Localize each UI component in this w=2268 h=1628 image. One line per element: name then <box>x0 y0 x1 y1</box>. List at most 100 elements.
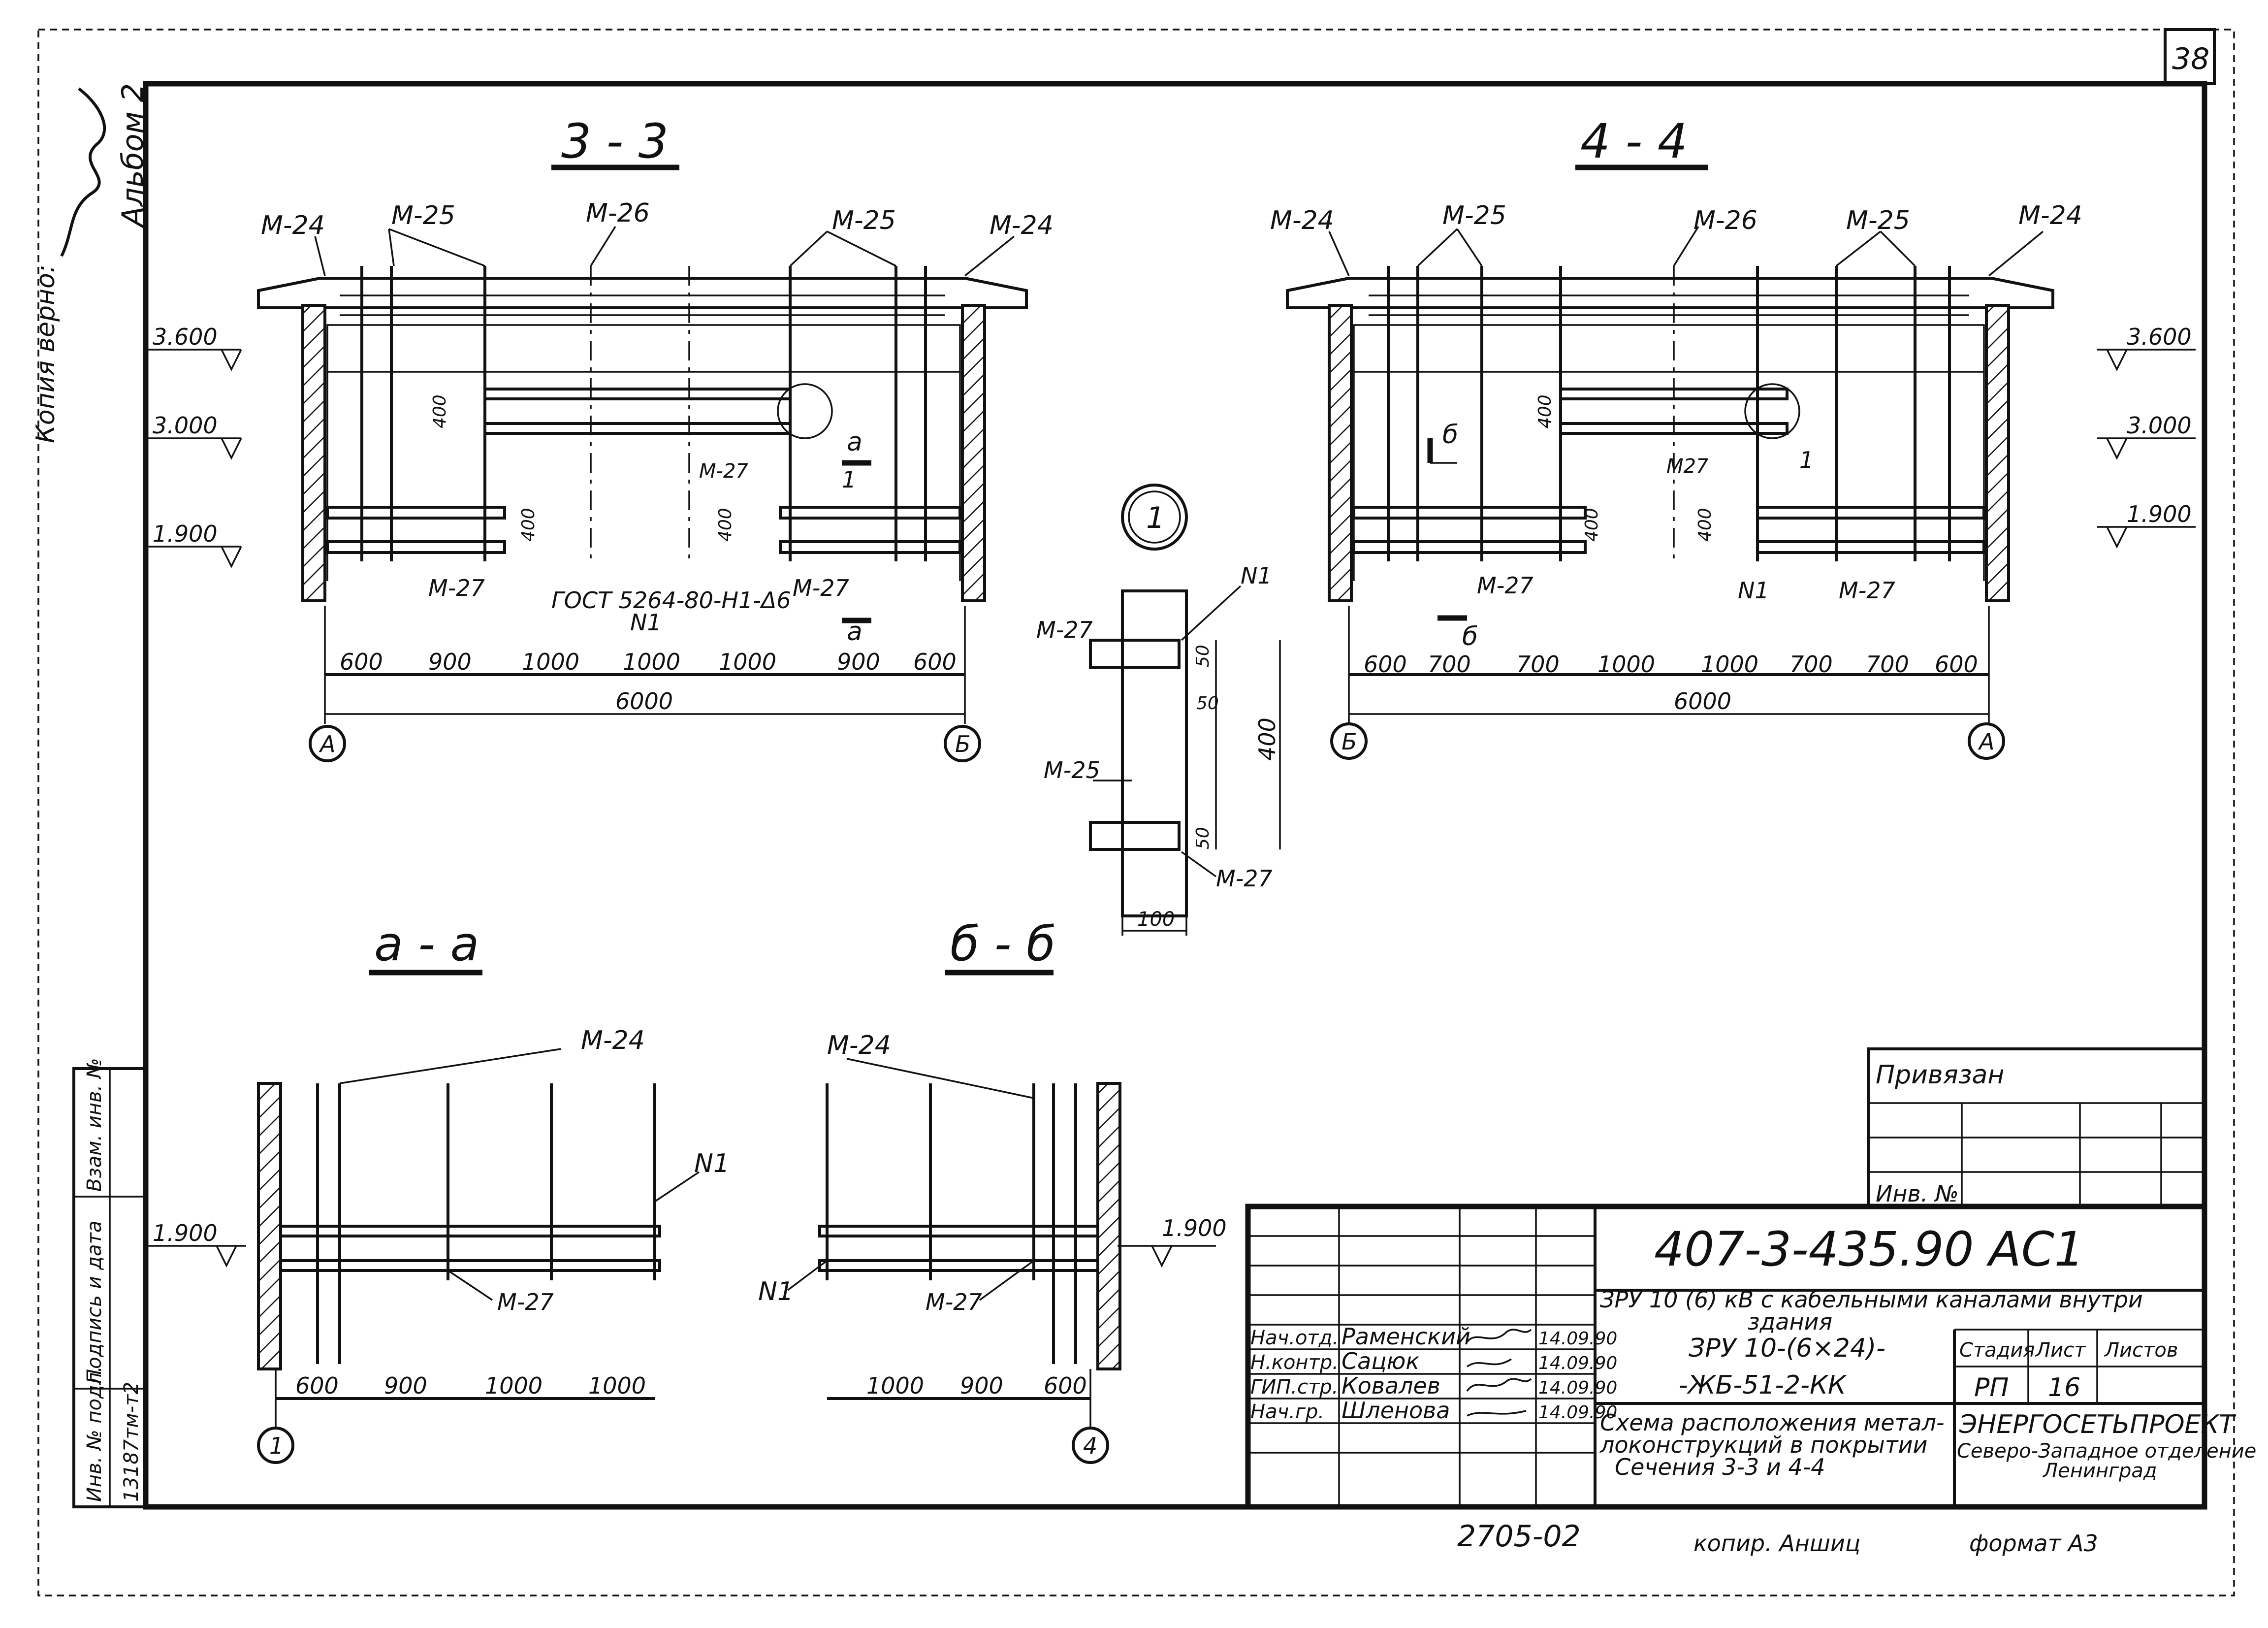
node-1-m25: М-25 <box>1044 757 1100 783</box>
tb-staff-name: Сацюк <box>1342 1348 1419 1374</box>
node-1-d50-c: 50 <box>1193 827 1213 849</box>
s44-label-n1: N1 <box>1738 577 1769 604</box>
tb-org1: ЭНЕРГОСЕТЬПРОЕКТ <box>1959 1410 2236 1439</box>
tb-inv-no: Инв. № <box>1876 1180 1959 1207</box>
node-1-detail <box>1089 484 1281 936</box>
tb-stage-header: Стадия <box>1959 1339 2035 1362</box>
s33-label-m27-b: М-27 <box>699 460 748 483</box>
section-a-a: а - а <box>148 916 700 1464</box>
s44-label-m27-b: М27 <box>1666 455 1709 478</box>
s44-cut-b-bottom: б <box>1462 622 1478 651</box>
s44-total: 6000 <box>1674 688 1731 715</box>
s-bb-dim: 600 <box>1044 1372 1087 1399</box>
s33-cut-a-top: а <box>847 427 862 457</box>
tb-code: 407-3-435.90 АС1 <box>1654 1222 2084 1277</box>
tb-stage: РП <box>1974 1373 2009 1402</box>
s44-dim: 700 <box>1516 651 1560 678</box>
s44-level-3000: 3.000 <box>2127 412 2192 439</box>
sheet-number: 38 <box>2172 42 2209 76</box>
tb-staff-name: Раменский <box>1342 1323 1470 1350</box>
bottom-code: 2705-02 <box>1457 1519 1581 1554</box>
section-a-a-title: а - а <box>374 916 479 972</box>
s44-axis-right: А <box>1978 728 1994 755</box>
s44-level-3600: 3.600 <box>2127 324 2192 350</box>
section-4-4: 4 - 4 <box>1286 114 2196 760</box>
s33-callout-m24-left: М-24 <box>261 211 325 240</box>
tb-staff-name: Шленова <box>1342 1397 1450 1424</box>
s44-callout-m25-left: М-25 <box>1442 201 1506 230</box>
s-aa-n1: N1 <box>694 1149 730 1178</box>
section-b-b: б - б <box>787 916 1216 1464</box>
s-aa-m27: М-27 <box>497 1289 554 1315</box>
s33-level-3000: 3.000 <box>153 412 218 439</box>
s33-label-n1: N1 <box>630 609 662 636</box>
s-aa-axis: 1 <box>269 1433 284 1459</box>
node-1-m27-top: М-27 <box>1036 617 1093 643</box>
s33-label-400-c: 400 <box>715 508 735 542</box>
node-1-id: 1 <box>1146 501 1165 535</box>
tb-staff-date: 14.09.90 <box>1538 1329 1617 1349</box>
s33-callout-m24-right: М-24 <box>990 211 1054 240</box>
tb-staff-date: 14.09.90 <box>1538 1378 1617 1398</box>
tb-sheets-header: Листов <box>2104 1339 2178 1362</box>
s33-dim: 900 <box>837 649 880 675</box>
s44-callout-m24-right: М-24 <box>2018 201 2082 230</box>
s33-dim: 900 <box>428 649 472 675</box>
s44-label-400-a: 400 <box>1535 394 1555 428</box>
format-note: формат А3 <box>1969 1530 2098 1557</box>
tb-staff-date: 14.09.90 <box>1538 1353 1617 1373</box>
s-aa-dim: 600 <box>295 1372 339 1399</box>
strip-sign-date: Подпись и дата <box>83 1221 106 1384</box>
s44-label-400-c: 400 <box>1695 508 1715 542</box>
s44-dim: 600 <box>1935 651 1978 678</box>
tb-drawing-line3: Сечения 3-3 и 4-4 <box>1615 1454 1825 1480</box>
s-aa-dim: 1000 <box>588 1372 646 1399</box>
node-1-d50-a: 50 <box>1193 645 1213 667</box>
s-bb-m27: М-27 <box>926 1289 982 1315</box>
s33-node-ref: 1 <box>842 466 856 493</box>
s44-level-1900: 1.900 <box>2127 501 2192 527</box>
node-1-m27-bottom: М-27 <box>1216 865 1273 892</box>
sheet-frame <box>37 28 2235 1596</box>
s-aa-level: 1.900 <box>153 1220 218 1246</box>
s33-callout-m26: М-26 <box>586 198 650 228</box>
strip-inv-value: 13187тм-т2 <box>120 1382 143 1502</box>
strip-replace-inv: Взам. инв. № <box>83 1058 106 1192</box>
s44-dim: 1000 <box>1597 651 1655 678</box>
s44-dim: 700 <box>1789 651 1833 678</box>
tb-drawing-line2: локонструкций в покрытии <box>1599 1432 1927 1458</box>
s33-dim: 1000 <box>522 649 579 675</box>
s33-label-m27-a: М-27 <box>428 575 485 601</box>
section-b-b-title: б - б <box>950 916 1055 972</box>
s33-dim: 600 <box>340 649 383 675</box>
node-1-n1: N1 <box>1241 562 1272 589</box>
s33-label-400-a: 400 <box>430 394 450 428</box>
s33-axis-left: А <box>319 731 335 757</box>
s33-cut-a-bottom: а <box>847 617 862 647</box>
s44-dim: 1000 <box>1701 651 1758 678</box>
node-1-d400: 400 <box>1254 717 1280 761</box>
s-bb-axis: 4 <box>1083 1433 1097 1459</box>
strip-inv-orig: Инв. № подл. <box>83 1366 106 1502</box>
section-3-3-title: 3 - 3 <box>561 114 669 169</box>
s-bb-n1: N1 <box>758 1277 794 1306</box>
s44-label-m27-c: М-27 <box>1839 577 1895 604</box>
node-1-d100: 100 <box>1137 908 1175 931</box>
tb-org2: Северо-Западное отделение <box>1957 1440 2256 1463</box>
tb-variant-line2: -ЖБ-51-2-КК <box>1679 1370 1847 1400</box>
album-label: Альбом 2 <box>116 83 150 228</box>
s33-dim: 600 <box>913 649 957 675</box>
s44-dim: 700 <box>1428 651 1471 678</box>
section-3-3: 3 - 3 <box>148 114 1028 762</box>
s-bb-level: 1.900 <box>1162 1215 1227 1241</box>
s33-axis-right: Б <box>955 731 971 757</box>
s33-callout-m25-left: М-25 <box>391 201 455 230</box>
s-aa-m24: М-24 <box>581 1026 645 1055</box>
section-4-4-title: 4 - 4 <box>1580 114 1688 169</box>
s-aa-dim: 1000 <box>485 1372 543 1399</box>
tb-sheet-no: 16 <box>2048 1373 2080 1402</box>
tb-staff-role: ГИП.стр. <box>1250 1376 1338 1399</box>
s33-label-400-b: 400 <box>518 508 539 542</box>
s44-callout-m26: М-26 <box>1693 206 1757 235</box>
tb-privyazan: Привязан <box>1876 1060 2004 1090</box>
